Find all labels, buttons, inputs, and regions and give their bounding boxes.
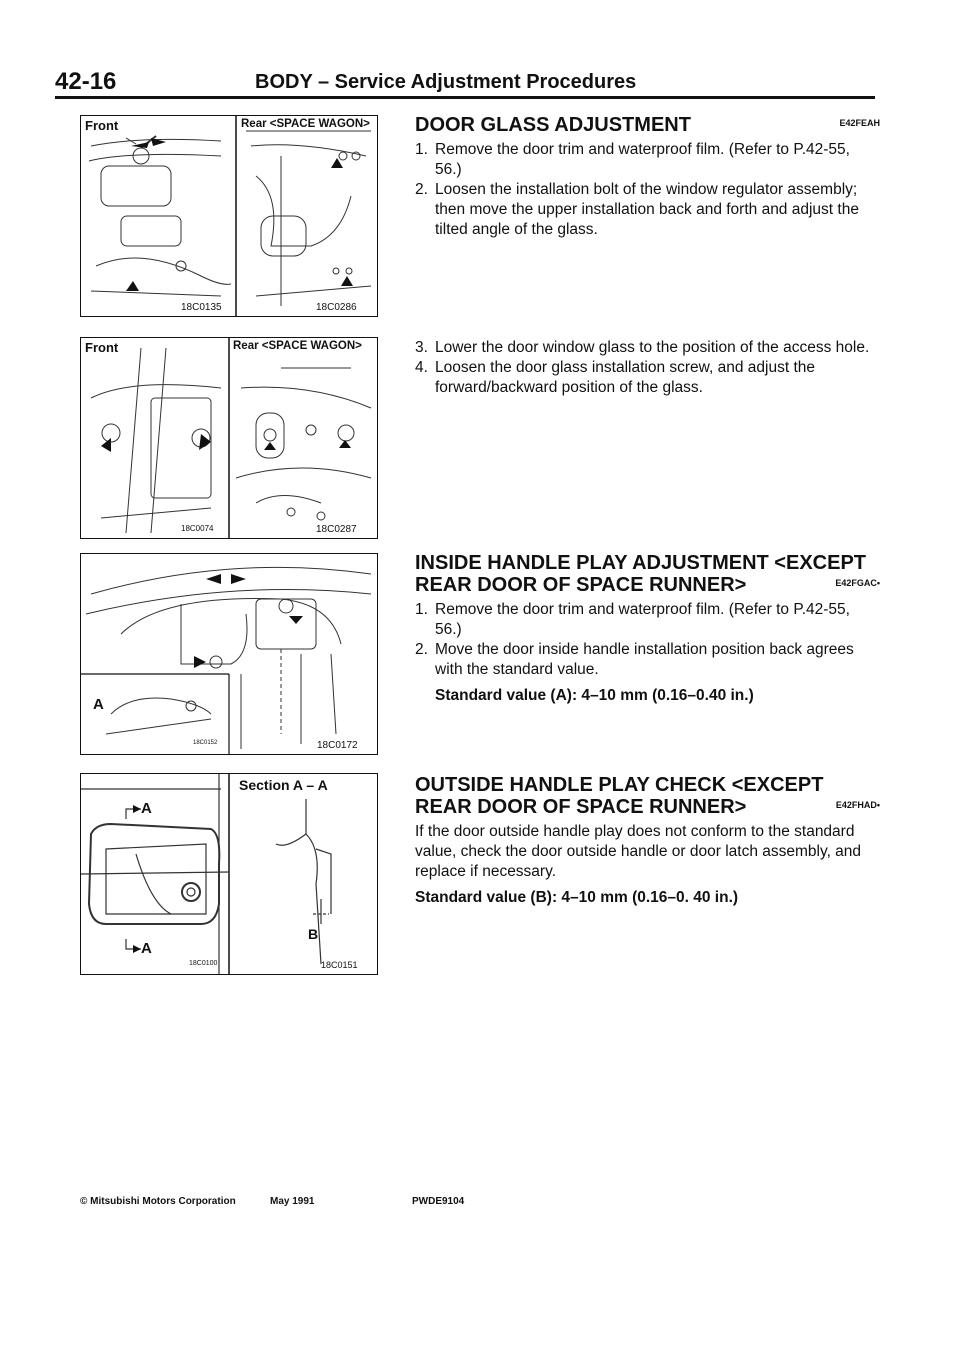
section-body: If the door outside handle play does not… (415, 823, 862, 880)
outside-handle-illustration (81, 774, 332, 974)
section-title: INSIDE HANDLE PLAY ADJUSTMENT <EXCEPT RE… (415, 552, 880, 596)
step-text: Loosen the door glass installation screw… (435, 359, 815, 396)
inside-handle-illustration (81, 566, 372, 754)
step-list: 1. Remove the door trim and waterproof fi… (415, 600, 880, 680)
step-number: 1. (415, 601, 428, 618)
figure-label-rear: Rear <SPACE WAGON> (241, 118, 370, 130)
step-text: Lower the door window glass to the posit… (435, 339, 870, 356)
section-outside-handle-play: OUTSIDE HANDLE PLAY CHECK <EXCEPT REAR D… (415, 774, 880, 908)
section-code: E42FEAH (839, 118, 880, 128)
step-number: 4. (415, 359, 428, 376)
figure-window-regulator: Front Rear <SPACE WAGON> 18C0135 18C0286 (80, 115, 378, 317)
section-door-glass-adjustment: DOOR GLASS ADJUSTMENT E42FEAH 1. Remove th… (415, 114, 880, 240)
section-label: Section A – A (239, 777, 328, 793)
step-item: 2. Loosen the installation bolt of the wi… (415, 180, 880, 240)
step-number: 2. (415, 641, 428, 658)
figure-code-right: 18C0172 (317, 740, 358, 751)
callout-b: B (308, 926, 319, 942)
step-number: 3. (415, 339, 428, 356)
step-item: 4. Loosen the door glass installation scr… (415, 358, 880, 398)
callout-a-top: A (141, 800, 152, 817)
step-text: Remove the door trim and waterproof film… (435, 141, 850, 178)
section-title: DOOR GLASS ADJUSTMENT E42FEAH (415, 114, 880, 136)
figure-label-rear: Rear <SPACE WAGON> (233, 340, 362, 352)
step-list: 1. Remove the door trim and waterproof fi… (415, 140, 880, 240)
step-item: 1. Remove the door trim and waterproof fi… (415, 140, 880, 180)
header-rule (55, 96, 875, 99)
section-title: OUTSIDE HANDLE PLAY CHECK <EXCEPT REAR D… (415, 774, 880, 818)
footer-pub-code: PWDE9104 (412, 1196, 465, 1207)
footer-date: May 1991 (270, 1196, 315, 1207)
figure-code-left: 18C0135 (181, 302, 222, 313)
figure-inside-handle: A 18C0152 18C0172 (80, 553, 378, 755)
figure-glass-screw: Front Rear <SPACE WAGON> 18C0074 18C0287 (80, 337, 378, 539)
footer-copyright: © Mitsubishi Motors Corporation (80, 1196, 236, 1207)
standard-value: Standard value (B): 4–10 mm (0.16–0. 40 … (415, 889, 739, 906)
section-code: E42FHAD• (835, 800, 880, 810)
section-title-text: OUTSIDE HANDLE PLAY CHECK <EXCEPT REAR D… (415, 774, 824, 818)
section-code: E42FGAC• (835, 578, 880, 588)
figure-outside-handle: A A Section A – A B 18C0100 18C0151 (80, 773, 378, 975)
standard-value: Standard value (A): 4–10 mm (0.16–0.40 i… (435, 687, 754, 704)
step-item: 3. Lower the door window glass to the pos… (415, 338, 880, 358)
figure-code-left: 18C0152 (193, 740, 218, 746)
figure-code-left: 18C0074 (181, 524, 214, 533)
section-title-text: INSIDE HANDLE PLAY ADJUSTMENT <EXCEPT RE… (415, 552, 867, 596)
figure-code-right: 18C0287 (316, 524, 357, 535)
step-item: 2. Move the door inside handle installati… (415, 640, 880, 680)
step-number: 1. (415, 141, 428, 158)
page-header: 42-16 BODY – Service Adjustment Procedur… (55, 68, 875, 99)
page-number: 42-16 (55, 68, 117, 95)
figure-code-right: 18C0286 (316, 302, 357, 313)
glass-screw-illustration (90, 338, 372, 538)
figure-label-front: Front (85, 340, 119, 355)
section-title-text: DOOR GLASS ADJUSTMENT (415, 114, 691, 136)
callout-a-bottom: A (141, 940, 152, 957)
figure-code-left: 18C0100 (189, 960, 218, 967)
section-inside-handle-play: INSIDE HANDLE PLAY ADJUSTMENT <EXCEPT RE… (415, 552, 880, 706)
step-text: Remove the door trim and waterproof film… (435, 601, 850, 638)
step-number: 2. (415, 181, 428, 198)
step-item: 1. Remove the door trim and waterproof fi… (415, 600, 880, 640)
step-text: Loosen the installation bolt of the wind… (435, 181, 859, 238)
step-text: Move the door inside handle installation… (435, 641, 854, 678)
section-door-glass-continued: 3. Lower the door window glass to the pos… (415, 338, 880, 398)
step-list: 3. Lower the door window glass to the pos… (415, 338, 880, 398)
figure-label-front: Front (85, 118, 119, 133)
figure-code-right: 18C0151 (321, 960, 358, 970)
page-title: BODY – Service Adjustment Procedures (255, 71, 637, 93)
callout-a: A (93, 696, 104, 713)
window-regulator-illustration (88, 116, 372, 316)
